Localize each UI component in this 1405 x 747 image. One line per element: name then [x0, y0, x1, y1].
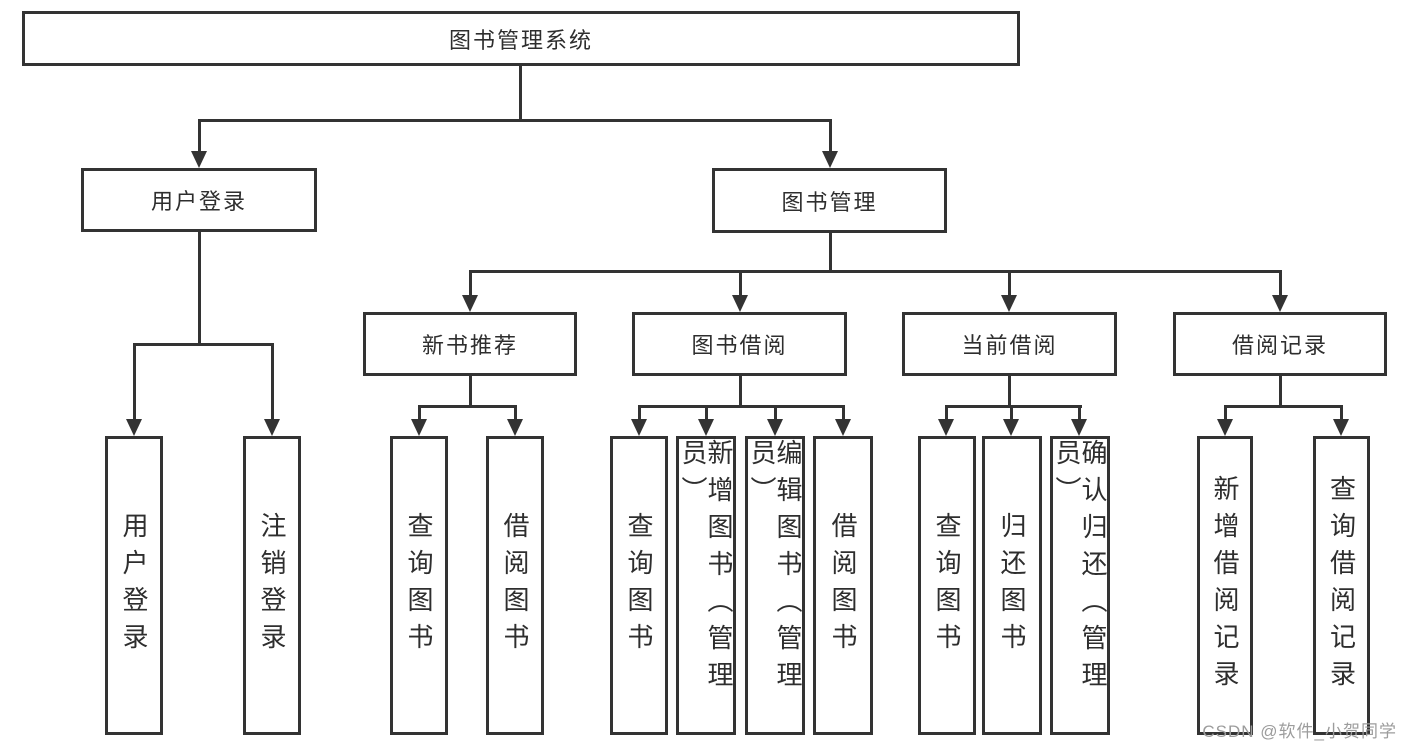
node-leaf-query-books-current: 查询图书 — [918, 436, 976, 735]
connector-arrow-shaft — [513, 406, 517, 420]
node-label: 新增借阅记录 — [1210, 474, 1240, 697]
connector-arrow-shaft — [1278, 271, 1282, 296]
connector-arrowhead-icon — [835, 419, 851, 436]
connector-arrow-shaft — [841, 406, 845, 420]
connector-arrowhead-icon — [191, 151, 207, 168]
connector-arrow-shaft — [132, 344, 136, 420]
node-leaf-edit-books-admin: 编辑图书（管理员） — [745, 436, 805, 735]
node-label: 图书管理系统 — [448, 27, 593, 53]
node-label: 当前借阅 — [961, 333, 1058, 358]
connector-arrow-shaft — [637, 406, 641, 420]
connector-arrow-shaft — [1223, 406, 1227, 420]
csdn-watermark: CSDN @软件_小贺同学 — [1202, 722, 1397, 741]
node-leaf-add-borrow-record: 新增借阅记录 — [1197, 436, 1253, 735]
connector-arrowhead-icon — [822, 151, 838, 168]
connector-line — [468, 376, 472, 406]
connector-arrowhead-icon — [264, 419, 280, 436]
connector-arrowhead-icon — [1071, 419, 1087, 436]
connector-line — [1007, 376, 1011, 406]
node-current-borrow: 当前借阅 — [902, 312, 1117, 376]
connector-arrowhead-icon — [767, 419, 783, 436]
node-label: 用户登录 — [150, 189, 247, 214]
connector-arrowhead-icon — [126, 419, 142, 436]
connector-line — [417, 404, 517, 408]
node-book-borrow: 图书借阅 — [632, 312, 847, 376]
connector-arrowhead-icon — [1272, 295, 1288, 312]
node-label: 新增图书（管理员） — [678, 439, 734, 698]
node-label: 查询借阅记录 — [1326, 474, 1357, 697]
node-label: 借阅图书 — [828, 511, 858, 660]
node-label: 注销登录 — [257, 511, 287, 660]
node-leaf-return-books: 归还图书 — [982, 436, 1042, 735]
connector-line — [518, 66, 522, 120]
connector-arrowhead-icon — [698, 419, 714, 436]
node-leaf-add-books-admin: 新增图书（管理员） — [676, 436, 736, 735]
connector-arrow-shaft — [944, 406, 948, 420]
connector-arrow-shaft — [704, 406, 708, 420]
connector-line — [1278, 376, 1282, 406]
node-leaf-logout: 注销登录 — [243, 436, 301, 735]
connector-arrowhead-icon — [1001, 295, 1017, 312]
node-new-book-recommend: 新书推荐 — [363, 312, 577, 376]
node-label: 确认归还（管理员） — [1052, 439, 1108, 698]
node-label: 借阅记录 — [1231, 333, 1328, 358]
connector-arrow-shaft — [1077, 406, 1081, 420]
node-label: 查询图书 — [932, 511, 962, 660]
connector-line — [197, 232, 201, 344]
connector-arrowhead-icon — [1003, 419, 1019, 436]
connector-arrow-shaft — [1009, 406, 1013, 420]
connector-arrow-shaft — [270, 344, 274, 420]
node-leaf-query-borrow-record: 查询借阅记录 — [1313, 436, 1370, 735]
connector-line — [828, 233, 832, 271]
connector-line — [637, 404, 845, 408]
node-label: 编辑图书（管理员） — [747, 439, 803, 698]
connector-line — [132, 342, 274, 346]
connector-arrowhead-icon — [411, 419, 427, 436]
connector-arrowhead-icon — [462, 295, 478, 312]
connector-arrow-shaft — [468, 271, 472, 296]
node-label: 归还图书 — [997, 511, 1027, 660]
connector-arrowhead-icon — [732, 295, 748, 312]
node-label: 借阅图书 — [500, 511, 530, 660]
node-user-login: 用户登录 — [81, 168, 317, 232]
node-label: 查询图书 — [404, 511, 434, 660]
node-leaf-borrow-books: 借阅图书 — [813, 436, 873, 735]
connector-arrow-shaft — [417, 406, 421, 420]
node-label: 查询图书 — [624, 511, 654, 660]
connector-arrowhead-icon — [1217, 419, 1233, 436]
connector-line — [468, 269, 1282, 273]
node-leaf-query-books-rec: 查询图书 — [390, 436, 448, 735]
node-label: 新书推荐 — [421, 333, 518, 358]
node-leaf-confirm-return: 确认归还（管理员） — [1050, 436, 1110, 735]
node-leaf-user-login: 用户登录 — [105, 436, 163, 735]
connector-arrowhead-icon — [507, 419, 523, 436]
connector-arrowhead-icon — [938, 419, 954, 436]
node-label: 图书管理 — [781, 189, 878, 215]
node-borrow-records: 借阅记录 — [1173, 312, 1387, 376]
node-leaf-borrow-books-rec: 借阅图书 — [486, 436, 544, 735]
connector-arrowhead-icon — [631, 419, 647, 436]
connector-line — [944, 404, 1082, 408]
node-label: 图书借阅 — [691, 333, 788, 358]
connector-arrow-shaft — [1007, 271, 1011, 296]
node-root: 图书管理系统 — [22, 11, 1020, 66]
node-label: 用户登录 — [119, 511, 149, 660]
connector-arrow-shaft — [773, 406, 777, 420]
connector-arrow-shaft — [1339, 406, 1343, 420]
connector-arrow-shaft — [828, 120, 832, 152]
connector-arrow-shaft — [197, 120, 201, 152]
connector-line — [197, 118, 832, 122]
connector-line — [738, 376, 742, 406]
connector-line — [1223, 404, 1343, 408]
connector-arrowhead-icon — [1333, 419, 1349, 436]
node-book-management: 图书管理 — [712, 168, 947, 233]
connector-arrow-shaft — [738, 271, 742, 296]
node-leaf-query-books-borrow: 查询图书 — [610, 436, 668, 735]
